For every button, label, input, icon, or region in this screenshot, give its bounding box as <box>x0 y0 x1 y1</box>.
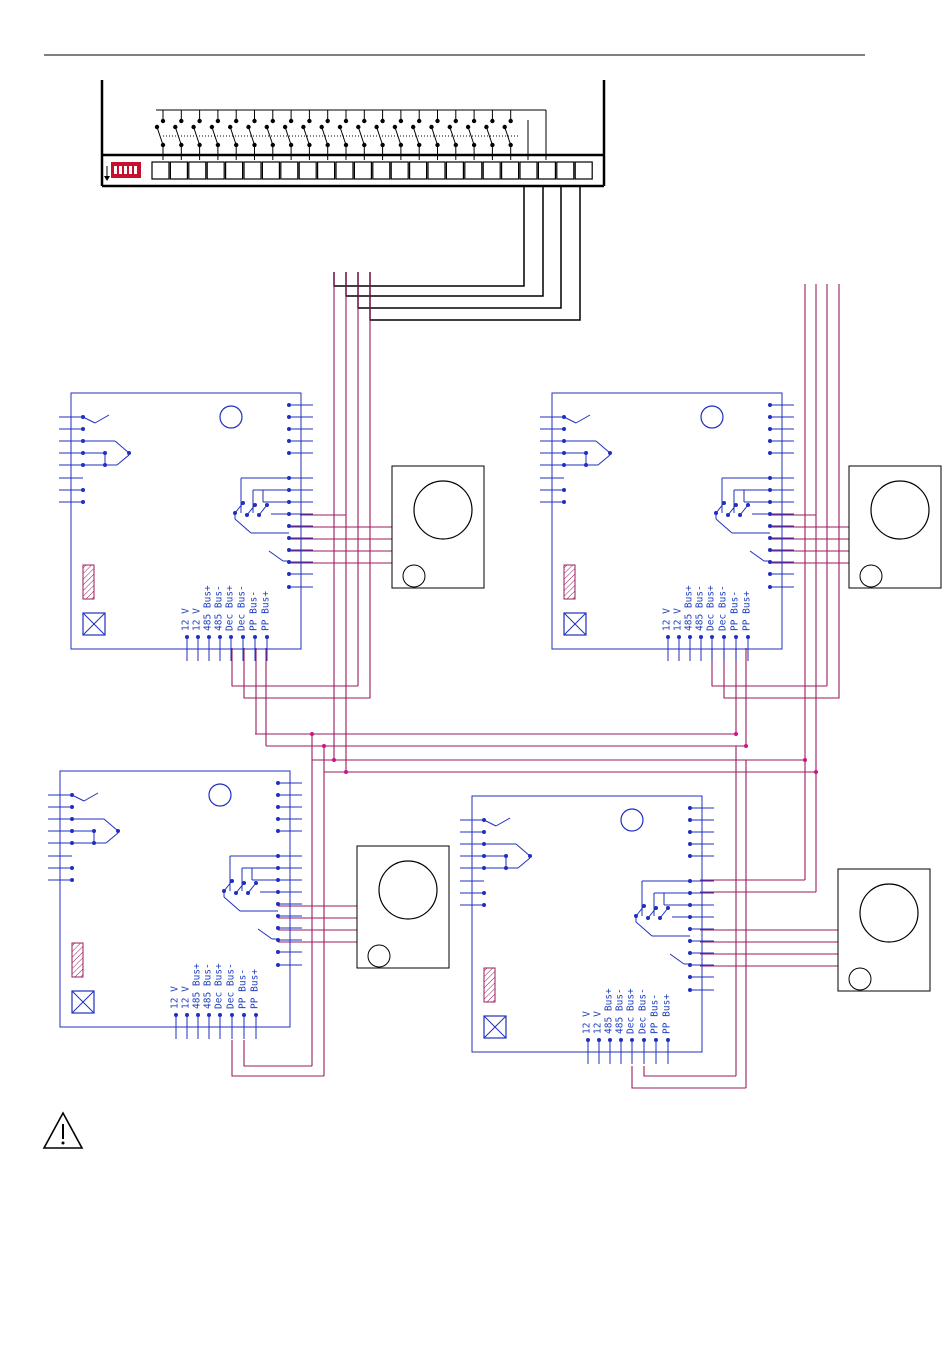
relay-switch-icon <box>228 110 238 160</box>
terminal-label: Dec Bus- <box>718 585 729 631</box>
terminal-label: 12 V <box>170 986 181 1009</box>
relay-switch-icon <box>210 110 220 160</box>
terminal-label: Dec Bus+ <box>626 988 637 1034</box>
relay-switch-icon <box>393 110 403 160</box>
top-panel <box>102 80 604 320</box>
terminal-label: 12 V <box>662 608 673 631</box>
terminal-label: Dec Bus- <box>226 963 237 1009</box>
terminal <box>299 162 316 179</box>
terminal-label: PP Bus- <box>650 994 661 1034</box>
relay-switch-icon <box>246 110 256 160</box>
terminal <box>207 162 224 179</box>
terminal-label: 485 Bus+ <box>203 585 214 631</box>
terminal-label: 12 V <box>181 986 192 1009</box>
terminal <box>336 162 353 179</box>
motor-icon <box>357 846 449 968</box>
terminal <box>557 162 574 179</box>
terminal-strip <box>152 162 592 179</box>
terminal-label: 485 Bus- <box>203 963 214 1009</box>
terminal-label: 485 Bus+ <box>192 963 203 1009</box>
relay-switch-icon <box>484 110 494 160</box>
terminal-label: PP Bus- <box>238 969 249 1009</box>
terminal-label: 485 Bus+ <box>684 585 695 631</box>
terminal-label: 12 V <box>673 608 684 631</box>
terminal <box>538 162 555 179</box>
terminal <box>410 162 427 179</box>
terminal-label: 485 Bus- <box>214 585 225 631</box>
terminal-label: PP Bus+ <box>250 969 261 1009</box>
terminal <box>465 162 482 179</box>
terminal-label: Dec Bus- <box>237 585 248 631</box>
motor-icon <box>392 466 484 588</box>
relay-switch-icon <box>155 110 165 160</box>
terminal-label: PP Bus- <box>249 591 260 631</box>
warning-icon <box>44 1113 82 1148</box>
relay-switch-icon <box>374 110 384 160</box>
relay-switch-icon <box>448 110 458 160</box>
terminal <box>428 162 445 179</box>
terminal <box>373 162 390 179</box>
relay-switch-icon <box>191 110 201 160</box>
motor-icon <box>849 466 941 588</box>
terminal <box>226 162 243 179</box>
terminal <box>170 162 187 179</box>
terminal <box>152 162 169 179</box>
terminal-label: 12 V <box>593 1011 604 1034</box>
terminal <box>281 162 298 179</box>
terminal-label: PP Bus+ <box>261 591 272 631</box>
terminal <box>520 162 537 179</box>
terminal-label: 12 V <box>582 1011 593 1034</box>
relay-switch-icon <box>338 110 348 160</box>
bus-wiring <box>232 272 849 1088</box>
relay-switch-icon <box>320 110 330 160</box>
dip-switch-icon <box>104 162 141 181</box>
black-bus <box>334 186 580 320</box>
terminal-label: 12 V <box>192 608 203 631</box>
terminal <box>262 162 279 179</box>
terminal-label: Dec Bus+ <box>214 963 225 1009</box>
terminal-label: PP Bus+ <box>742 591 753 631</box>
bus-junctions <box>310 732 818 774</box>
relay-switch-icon <box>356 110 366 160</box>
terminal <box>446 162 463 179</box>
terminal <box>244 162 261 179</box>
terminal-label: PP Bus+ <box>662 994 673 1034</box>
terminal <box>189 162 206 179</box>
terminal-label: PP Bus- <box>730 591 741 631</box>
relay-switch-icon <box>173 110 183 160</box>
terminal-label: Dec Bus- <box>638 988 649 1034</box>
terminal <box>318 162 335 179</box>
terminal-label: 485 Bus- <box>695 585 706 631</box>
terminal-label: 485 Bus- <box>615 988 626 1034</box>
terminal-label: Dec Bus+ <box>225 585 236 631</box>
terminal-label: 485 Bus+ <box>604 988 615 1034</box>
terminal <box>391 162 408 179</box>
relay-switch-icon <box>503 110 513 160</box>
terminal <box>575 162 592 179</box>
relay-switch-icon <box>265 110 275 160</box>
terminal-label: Dec Bus+ <box>706 585 717 631</box>
terminal-label: 12 V <box>181 608 192 631</box>
switch-row <box>155 110 513 160</box>
relay-switch-icon <box>283 110 293 160</box>
terminal <box>502 162 519 179</box>
relay-switch-icon <box>301 110 311 160</box>
relay-switch-icon <box>429 110 439 160</box>
terminal <box>354 162 371 179</box>
relay-switch-icon <box>466 110 476 160</box>
relay-switch-icon <box>411 110 421 160</box>
terminal <box>483 162 500 179</box>
motor-icon <box>838 869 930 991</box>
